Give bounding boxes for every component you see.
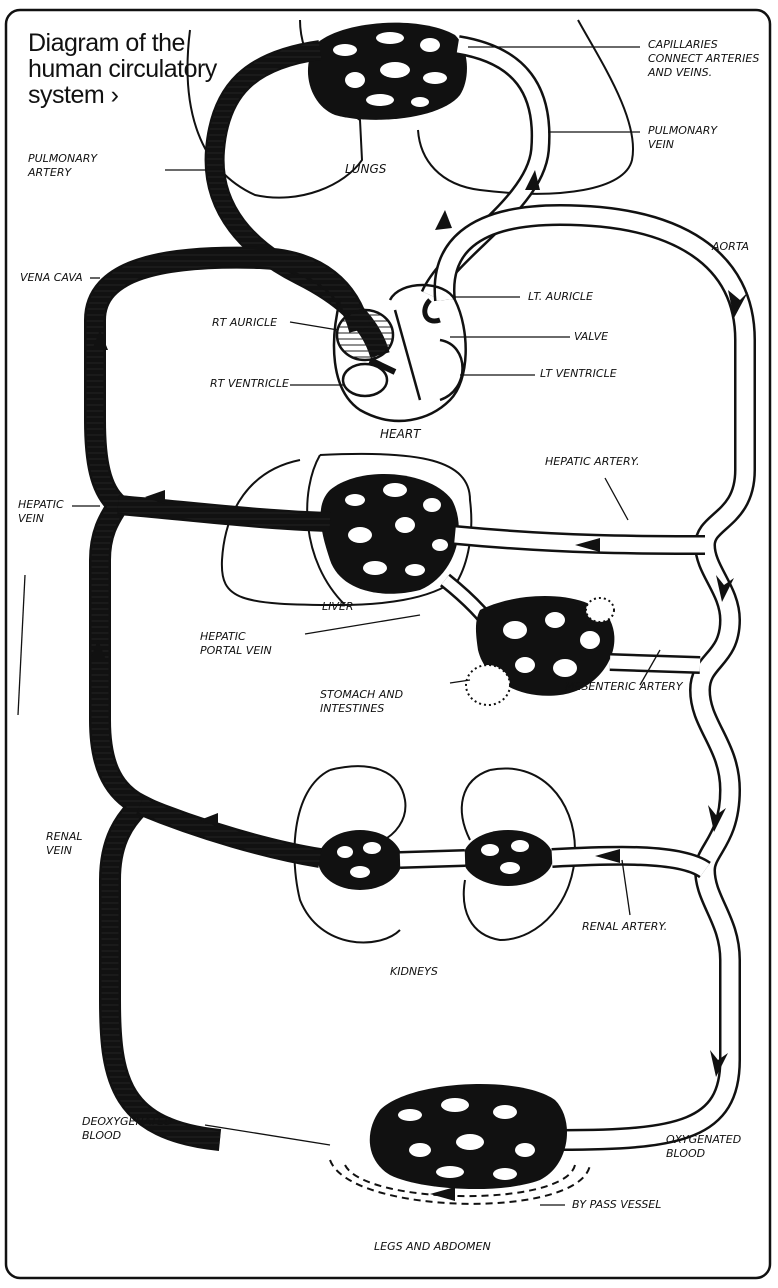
- label-lungs: LUNGS: [345, 162, 386, 176]
- legs-capillaries: [370, 1084, 567, 1189]
- label-rt-ventricle: Rt VENTRICLE: [210, 377, 289, 391]
- label-oxygenated-blood: OXYGENATED BLOOD: [666, 1133, 741, 1161]
- label-aorta: AORTA: [712, 240, 749, 254]
- label-hepatic-vein: HEPATIC VEIN: [18, 498, 64, 526]
- label-hepatic-portal-vein: HEPATIC PORTAL VEIN: [200, 630, 272, 658]
- label-pulmonary-artery: PULMONARY ARTERY: [28, 152, 97, 180]
- lung-capillaries: [308, 23, 467, 120]
- label-renal-artery: RENAL ARTERY.: [582, 920, 667, 934]
- label-lt-ventricle: Lt VENTRICLE: [540, 367, 617, 381]
- label-legs-abdomen: LEGS AND ABDOMEN: [374, 1240, 491, 1254]
- liver-capillaries: [321, 474, 459, 594]
- diagram-title: Diagram of the human circulatory system …: [28, 30, 228, 108]
- label-rt-auricle: Rt AURICLE: [212, 316, 277, 330]
- label-pulmonary-vein: PULMONARY VEIN: [648, 124, 717, 152]
- label-deoxygenated-blood: DEOXYGENATED BLOOD: [82, 1115, 173, 1143]
- label-kidneys: KIDNEYS: [390, 965, 438, 979]
- label-bypass-vessel: BY PASS VESSEL: [572, 1198, 661, 1212]
- label-vena-cava: VENA CAVA: [20, 271, 83, 285]
- label-capillaries: CAPILLARIES CONNECT ARTERIES AND VEINS.: [648, 38, 759, 80]
- label-hepatic-artery: HEPATIC ARTERY.: [545, 455, 639, 469]
- label-mesenteric-artery: MESENTERIC ARTERY: [565, 680, 683, 694]
- label-renal-vein: RENAL VEIN: [46, 830, 82, 858]
- label-heart: HEART: [380, 427, 420, 441]
- label-liver: LIVER: [322, 600, 354, 614]
- label-stomach-intestines: STOMACH AND INTESTINES: [320, 688, 403, 716]
- label-lt-auricle: Lt. AURICLE: [528, 290, 593, 304]
- label-valve: VALVE: [574, 330, 608, 344]
